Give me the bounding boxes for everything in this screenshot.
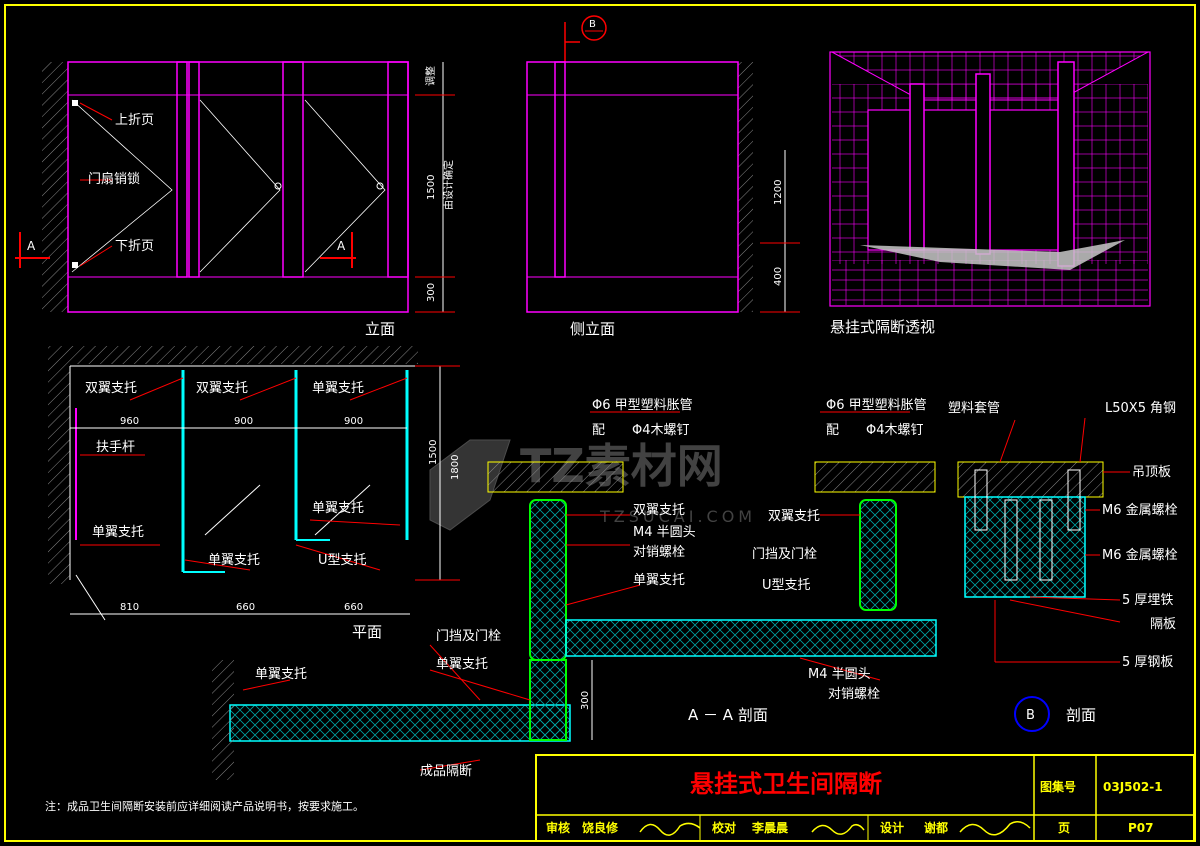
b-angle-2: 角钢 bbox=[1150, 401, 1176, 416]
aa-screw-left: Φ4木螺钉 bbox=[632, 423, 690, 438]
aa-bolt-left-2: 对销螺栓 bbox=[633, 545, 685, 560]
aa-sgl-low: 单翼支托 bbox=[255, 667, 307, 682]
plan-label-sgl-right: 单翼支托 bbox=[312, 501, 364, 516]
aa-anchor-right: Φ6 甲型塑料胀管 bbox=[826, 398, 927, 413]
section-mark-a-right: A bbox=[320, 232, 356, 268]
installation-note: 注：成品卫生间隔断安装前应详细阅读产品说明书，按要求施工。 bbox=[45, 799, 364, 813]
plan-label-sgl-mid: 单翼支托 bbox=[208, 553, 260, 568]
dim-plan-1800: 1800 bbox=[450, 455, 461, 480]
atlas-label: 图集号 bbox=[1040, 779, 1076, 794]
dim-660a: 660 bbox=[236, 602, 255, 613]
aa-screw-right-pre: 配 bbox=[826, 423, 839, 438]
svg-text:A: A bbox=[27, 239, 36, 253]
title-block: 悬挂式卫生间隔断 图集号 03J502-1 审核 饶良修 校对 李晨晨 设计 谢… bbox=[535, 754, 1195, 842]
reviewer-name: 饶良修 bbox=[582, 820, 619, 835]
page-number: P07 bbox=[1128, 821, 1154, 835]
plan-label-handrail: 扶手杆 bbox=[96, 440, 135, 455]
plan-label-dbl1: 双翼支托 bbox=[85, 381, 137, 396]
dim-plan-1500: 1500 bbox=[428, 440, 439, 465]
plan-label-sgl-top: 单翼支托 bbox=[312, 381, 364, 396]
b-plate5: 5 厚埋铁 bbox=[1122, 593, 1173, 608]
aa-panel: 成品隔断 bbox=[420, 764, 472, 779]
section-mark-a-left: A bbox=[15, 232, 50, 268]
side-elevation-view: 1200 400 侧立面 bbox=[526, 61, 800, 338]
page-label: 页 bbox=[1058, 821, 1070, 835]
svg-text:A: A bbox=[337, 239, 346, 253]
dim-400: 400 bbox=[773, 267, 784, 286]
aa-stop-low: 门挡及门栓 bbox=[436, 629, 501, 644]
dim-1500: 1500 bbox=[426, 175, 437, 200]
checker-signature bbox=[811, 823, 865, 835]
reviewer-signature bbox=[639, 822, 701, 836]
dim-1200: 1200 bbox=[773, 180, 784, 205]
top-section-marker: B bbox=[564, 15, 607, 62]
aa-sgl-left: 单翼支托 bbox=[633, 573, 685, 588]
b-sleeve: 塑料套管 bbox=[948, 400, 1000, 416]
section-b-view: 塑料套管 L50X5 角钢 吊顶板 M6 金属螺栓 M6 金属螺栓 5 厚埋铁 … bbox=[948, 400, 1178, 732]
elevation-view: 上折页 门扇销锁 下折页 A A 调整 1500 由设计确定 300 立面 bbox=[15, 61, 455, 338]
atlas-number: 03J502-1 bbox=[1103, 780, 1163, 794]
b-m6a: M6 金属螺栓 bbox=[1102, 502, 1178, 518]
section-b-mark: B bbox=[1026, 708, 1035, 723]
aa-screw-left-pre: 配 bbox=[592, 423, 605, 438]
b-ceiling: 吊顶板 bbox=[1132, 465, 1171, 480]
aa-bolt-left: M4 半圆头 bbox=[633, 525, 696, 540]
plan-label-sgl-left: 单翼支托 bbox=[92, 525, 144, 540]
side-elevation-title: 侧立面 bbox=[570, 320, 615, 338]
label-door-lock: 门扇销锁 bbox=[88, 171, 140, 187]
top-marker-label: B bbox=[589, 19, 596, 30]
section-aa-title: A － A 剖面 bbox=[688, 706, 768, 724]
dim-810: 810 bbox=[120, 602, 139, 613]
aa-stop-right: 门挡及门栓 bbox=[752, 547, 817, 562]
dim-adjust: 调整 bbox=[424, 66, 437, 86]
section-aa-view: Φ6 甲型塑料胀管 配 Φ4木螺钉 Φ6 甲型塑料胀管 配 Φ4木螺钉 双翼支托… bbox=[212, 398, 937, 780]
aa-dim-300: 300 bbox=[580, 691, 591, 710]
dim-design-note: 由设计确定 bbox=[442, 160, 455, 210]
checker-name: 李晨晨 bbox=[751, 820, 789, 835]
b-angle: L50X5 bbox=[1105, 401, 1146, 416]
aa-dbl-left: 双翼支托 bbox=[633, 503, 685, 518]
design-label: 设计 bbox=[880, 820, 904, 835]
dim-900b: 900 bbox=[344, 416, 363, 427]
b-steel5: 5 厚钢板 bbox=[1122, 655, 1173, 670]
aa-screw-right: Φ4木螺钉 bbox=[866, 423, 924, 438]
elevation-title: 立面 bbox=[365, 320, 395, 338]
label-lower-hinge: 下折页 bbox=[115, 239, 154, 254]
b-m6b: M6 金属螺栓 bbox=[1102, 547, 1178, 563]
aa-bolt-right-2: 对销螺栓 bbox=[828, 687, 880, 702]
b-panel: 隔板 bbox=[1150, 617, 1176, 632]
plan-label-u-bracket: U型支托 bbox=[318, 553, 367, 568]
aa-anchor-left: Φ6 甲型塑料胀管 bbox=[592, 398, 693, 413]
dim-900a: 900 bbox=[234, 416, 253, 427]
designer-name: 谢都 bbox=[924, 820, 948, 835]
drawing-title: 悬挂式卫生间隔断 bbox=[690, 770, 882, 798]
aa-u-right: U型支托 bbox=[762, 578, 811, 593]
dim-300: 300 bbox=[426, 283, 437, 302]
dim-960: 960 bbox=[120, 416, 139, 427]
plan-view: 双翼支托 双翼支托 单翼支托 扶手杆 单翼支托 单翼支托 单翼支托 U型支托 9… bbox=[48, 346, 461, 641]
dim-660b: 660 bbox=[344, 602, 363, 613]
plan-title: 平面 bbox=[352, 623, 382, 641]
check-label: 校对 bbox=[712, 820, 736, 835]
label-upper-hinge: 上折页 bbox=[115, 113, 154, 128]
plan-label-dbl2: 双翼支托 bbox=[196, 381, 248, 396]
section-b-title: 剖面 bbox=[1066, 706, 1096, 724]
aa-sgl-low-2: 单翼支托 bbox=[436, 657, 488, 672]
watermark-url: TZSUCAI.COM bbox=[599, 507, 756, 526]
review-label: 审核 bbox=[546, 820, 570, 835]
perspective-title: 悬挂式隔断透视 bbox=[830, 318, 935, 336]
perspective-view: 悬挂式隔断透视 bbox=[829, 51, 1151, 336]
aa-bolt-right: M4 半圆头 bbox=[808, 667, 871, 682]
aa-dbl-right: 双翼支托 bbox=[768, 509, 820, 524]
section-b-mark-circle bbox=[1014, 696, 1050, 732]
designer-signature bbox=[959, 821, 1031, 836]
